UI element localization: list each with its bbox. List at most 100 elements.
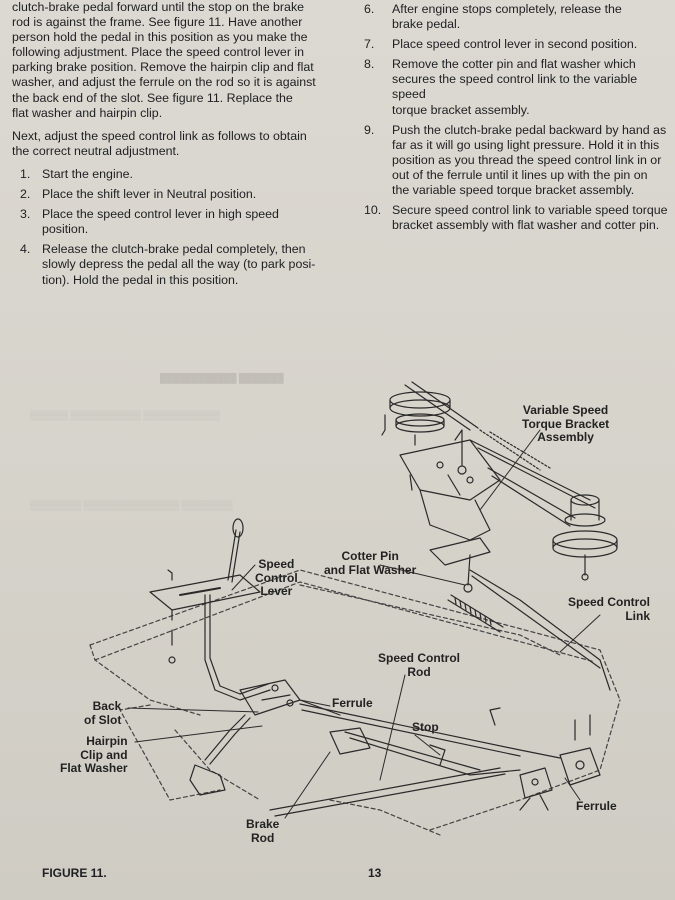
text-line: bracket assembly with flat washer and co… bbox=[392, 218, 660, 233]
step-number: 8. bbox=[364, 57, 375, 72]
torque-bracket bbox=[381, 414, 501, 541]
list-item: 10. Secure speed control link to variabl… bbox=[362, 203, 668, 233]
label-line: Speed Control bbox=[378, 651, 461, 665]
spring bbox=[447, 594, 504, 633]
label-speed-control-rod: Speed Control Rod bbox=[378, 651, 461, 679]
text-line: Start the engine. bbox=[42, 166, 133, 181]
label-line: Speed Control bbox=[568, 595, 651, 609]
label-line: Flat Washer bbox=[60, 761, 128, 775]
label-line: Hairpin bbox=[86, 734, 128, 748]
step-number: 6. bbox=[364, 2, 375, 16]
step-number: 1. bbox=[20, 166, 31, 181]
step-number: 7. bbox=[364, 37, 375, 52]
upper-pulley bbox=[389, 381, 479, 433]
label-variable-speed-torque-bracket: Variable Speed Torque Bracket Assembly bbox=[522, 403, 610, 445]
label-line: Cotter Pin bbox=[341, 549, 399, 563]
label-cotter-pin: Cotter Pin and Flat Washer bbox=[324, 549, 417, 577]
left-steps-list: 1. Start the engine. 2. Place the shift … bbox=[12, 167, 332, 288]
text-line: position as you thread the speed control… bbox=[392, 152, 662, 167]
label-line: Back bbox=[92, 699, 122, 713]
label-line: Variable Speed bbox=[522, 403, 609, 417]
list-item: 3. Place the speed control lever in high… bbox=[12, 207, 332, 237]
step-number: 10. bbox=[364, 203, 382, 218]
page-number: 13 bbox=[368, 866, 382, 880]
label-brake-rod: Brake Rod bbox=[246, 817, 280, 845]
label-line: Clip and bbox=[80, 747, 128, 762]
text-line: Place the speed control lever in high sp… bbox=[42, 207, 279, 222]
text-line: torque bracket assembly. bbox=[392, 102, 530, 117]
text-line: out of the ferrule until it lines up wit… bbox=[392, 167, 648, 182]
step-number: 2. bbox=[20, 187, 31, 202]
text-line: Place speed control lever in second posi… bbox=[392, 37, 638, 52]
text-line: brake pedal. bbox=[392, 17, 461, 32]
text-line: washer, and adjust the ferrule on the ro… bbox=[12, 75, 316, 90]
label-stop: Stop bbox=[412, 720, 439, 734]
label-line: Control bbox=[255, 570, 298, 585]
right-bracket bbox=[519, 714, 601, 811]
text-line: parking brake position. Remove the hairp… bbox=[12, 60, 314, 75]
text-line: Place the shift lever in Neutral positio… bbox=[42, 187, 257, 202]
ferrule-assembly bbox=[204, 679, 341, 765]
label-speed-control-lever: Speed Control Lever bbox=[255, 557, 298, 599]
bracket-arm bbox=[429, 537, 611, 691]
label-line: of Slot bbox=[84, 712, 122, 727]
list-item: 8. Remove the cotter pin and flat washer… bbox=[362, 57, 668, 117]
left-text-column: clutch-brake pedal forward until the sto… bbox=[12, 0, 332, 293]
text-line: slowly depress the pedal all the way (to… bbox=[42, 257, 316, 272]
text-line: far as it will go using light pressure. … bbox=[392, 137, 660, 152]
text-line: Push the clutch-brake pedal backward by … bbox=[392, 122, 667, 137]
list-item: 7. Place speed control lever in second p… bbox=[362, 37, 668, 52]
text-line: the correct neutral adjustment. bbox=[12, 143, 180, 158]
tractor-frame-outline bbox=[89, 569, 621, 836]
text-line: Release the clutch-brake pedal completel… bbox=[42, 242, 306, 257]
label-line: Assembly bbox=[537, 430, 594, 444]
leader-lines bbox=[127, 429, 601, 819]
pedal bbox=[189, 764, 226, 796]
text-line: After engine stops completely, release t… bbox=[392, 2, 622, 16]
text-line: following adjustment. Place the speed co… bbox=[12, 45, 305, 60]
label-hairpin-clip: Hairpin Clip and Flat Washer bbox=[60, 734, 128, 776]
label-line: Brake bbox=[246, 817, 280, 831]
lever-plate bbox=[149, 518, 271, 701]
label-line: Speed bbox=[258, 557, 295, 571]
step-number: 3. bbox=[20, 207, 31, 222]
right-text-column: 6. After engine stops completely, releas… bbox=[362, 2, 668, 238]
label-line: and Flat Washer bbox=[324, 562, 417, 577]
label-line: Lever bbox=[260, 584, 293, 598]
brake-rod bbox=[269, 727, 521, 817]
text-line: secures the speed control link to the va… bbox=[392, 72, 638, 102]
right-steps-list: 6. After engine stops completely, releas… bbox=[362, 2, 668, 233]
speed-control-rod bbox=[299, 703, 561, 759]
text-line: Next, adjust the speed control link as f… bbox=[12, 128, 307, 143]
text-line: tion). Hold the pedal in this position. bbox=[42, 272, 239, 287]
figure-11-diagram bbox=[89, 381, 621, 836]
figure-caption: FIGURE 11. bbox=[42, 866, 107, 880]
next-paragraph: Next, adjust the speed control link as f… bbox=[12, 129, 332, 159]
text-line: clutch-brake pedal forward until the sto… bbox=[12, 0, 305, 14]
text-line: Secure speed control link to variable sp… bbox=[392, 203, 668, 218]
text-line: the back end of the slot. See figure 11.… bbox=[12, 90, 293, 105]
text-line: flat washer and hairpin clip. bbox=[12, 105, 163, 120]
label-line: Rod bbox=[251, 830, 275, 845]
text-line: the variable speed torque bracket assemb… bbox=[392, 183, 635, 198]
list-item: 9. Push the clutch-brake pedal backward … bbox=[362, 123, 668, 198]
label-line: Link bbox=[625, 608, 651, 623]
lower-pulley bbox=[552, 494, 618, 581]
text-line: person hold the pedal in this position a… bbox=[12, 30, 308, 45]
intro-paragraph: clutch-brake pedal forward until the sto… bbox=[12, 0, 332, 121]
text-line: position. bbox=[42, 222, 89, 237]
step-number: 9. bbox=[364, 122, 375, 137]
text-line: Remove the cotter pin and flat washer wh… bbox=[392, 57, 636, 72]
step-number: 4. bbox=[20, 242, 31, 257]
label-ferrule-lower: Ferrule bbox=[576, 799, 617, 813]
label-ferrule-upper: Ferrule bbox=[332, 696, 373, 710]
label-speed-control-link: Speed Control Link bbox=[568, 595, 651, 623]
list-item: 4. Release the clutch-brake pedal comple… bbox=[12, 242, 332, 287]
text-line: rod is against the frame. See figure 11.… bbox=[12, 15, 303, 30]
label-line: Torque Bracket bbox=[522, 416, 610, 431]
list-item: 1. Start the engine. bbox=[12, 167, 332, 182]
label-back-of-slot: Back of Slot bbox=[84, 699, 122, 727]
list-item: 2. Place the shift lever in Neutral posi… bbox=[12, 187, 332, 202]
label-line: Rod bbox=[407, 664, 431, 679]
